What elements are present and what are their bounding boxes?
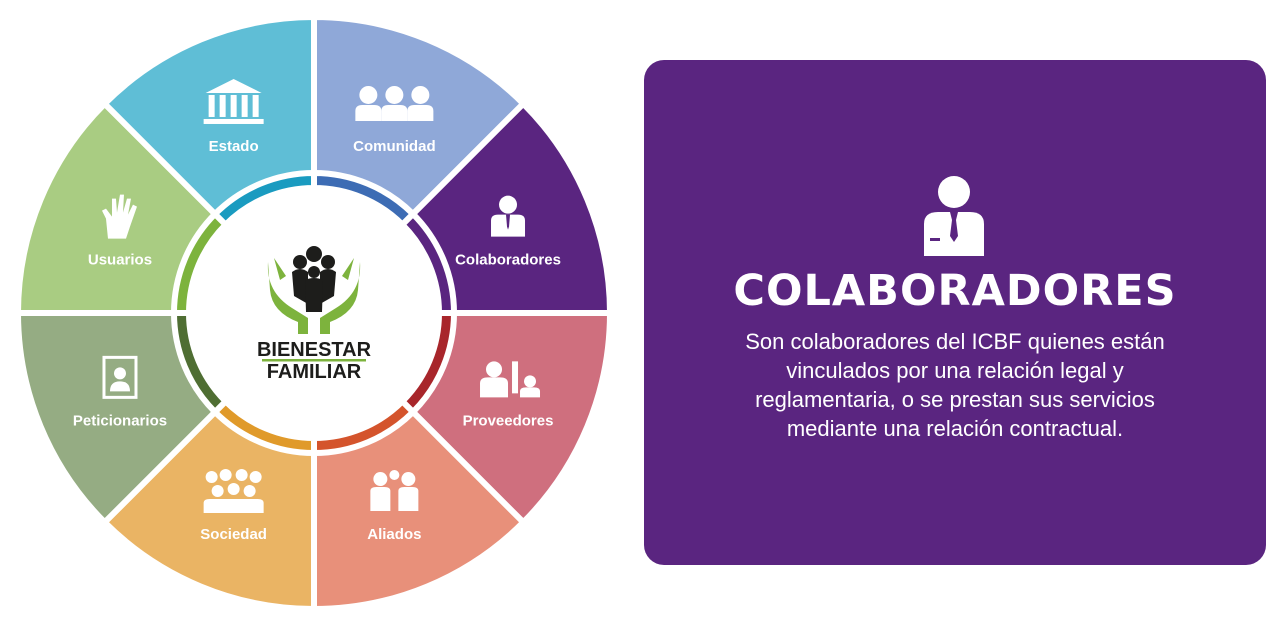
stakeholder-wheel: ComunidadColaboradoresProveedoresAliados… (18, 17, 610, 609)
employee-icon (491, 195, 526, 237)
logo-line1: BIENESTAR (257, 339, 372, 361)
segment-label: Estado (209, 138, 259, 155)
segment-label: Sociedad (200, 526, 267, 543)
government-building-icon (203, 78, 264, 124)
provider-icon (480, 361, 541, 398)
description-line: Son colaboradores del ICBF quienes están (745, 329, 1165, 354)
segment-label: Peticionarios (73, 412, 167, 429)
segment-label: Colaboradores (455, 252, 561, 269)
info-panel: COLABORADORES Son colaboradores del ICBF… (644, 60, 1266, 565)
logo-line2: FAMILIAR (267, 361, 362, 383)
society-icon (203, 469, 264, 514)
hand-icon (101, 194, 137, 239)
segment-label: Aliados (367, 526, 421, 543)
segment-label: Comunidad (353, 138, 436, 155)
description-line: reglamentaria, o se prestan sus servicio… (755, 387, 1155, 412)
description-line: vinculados por una relación legal y (786, 358, 1124, 383)
community-icon (355, 85, 434, 121)
family-hands-logo-icon (267, 246, 361, 334)
description-line: mediante una relación contractual. (786, 416, 1124, 441)
employee-icon (924, 176, 984, 256)
bienestar-familiar-logo: BIENESTAR FAMILIAR (257, 246, 372, 383)
petitioner-icon (102, 355, 138, 399)
segment-label: Proveedores (463, 412, 554, 429)
panel-description: Son colaboradores del ICBF quienes están… (684, 327, 1226, 443)
panel-title: COLABORADORES (733, 266, 1177, 316)
segment-label: Usuarios (88, 252, 152, 269)
allies-icon (370, 470, 419, 512)
